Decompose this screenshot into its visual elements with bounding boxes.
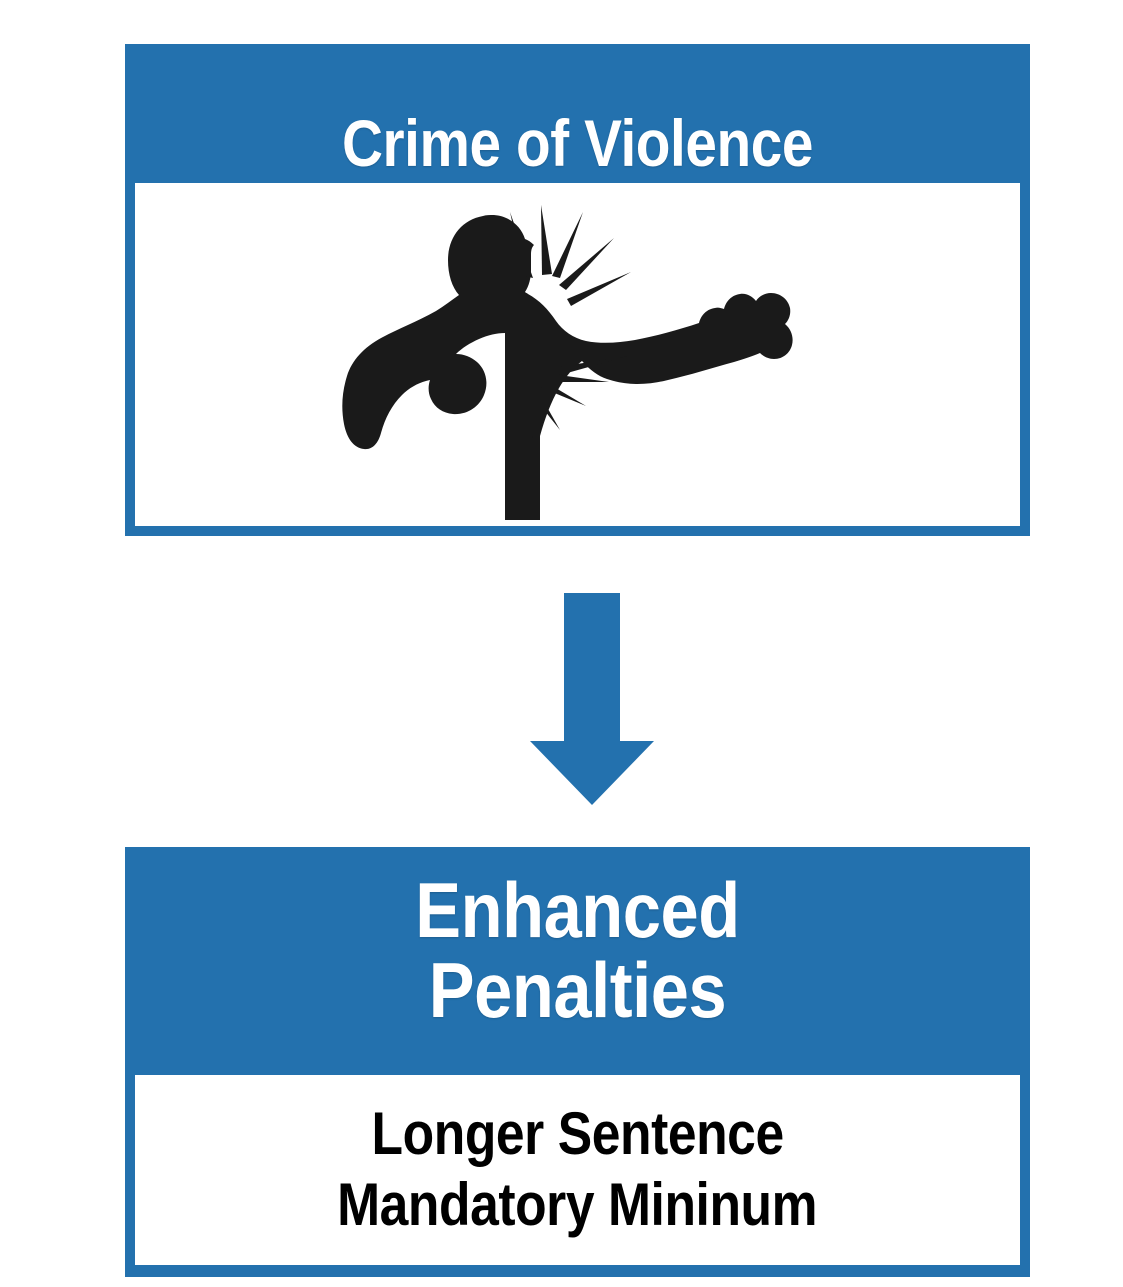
crime-of-violence-title: Crime of Violence (341, 106, 814, 180)
crime-of-violence-box: Crime of Violence (125, 44, 1030, 536)
penalty-item-longer-sentence: Longer Sentence (371, 1100, 784, 1168)
enhanced-penalties-detail-area: Longer Sentence Mandatory Mininum (135, 1075, 1020, 1265)
penalty-item-mandatory-minimum: Mandatory Mininum (337, 1171, 818, 1238)
down-arrow-icon (528, 591, 658, 807)
punching-person-silhouette-icon (328, 190, 828, 520)
enhanced-penalties-box: Enhanced Penalties Longer Sentence Manda… (125, 847, 1030, 1277)
crime-of-violence-illustration-area (135, 183, 1020, 526)
enhanced-penalties-title: Enhanced Penalties (415, 866, 740, 1034)
